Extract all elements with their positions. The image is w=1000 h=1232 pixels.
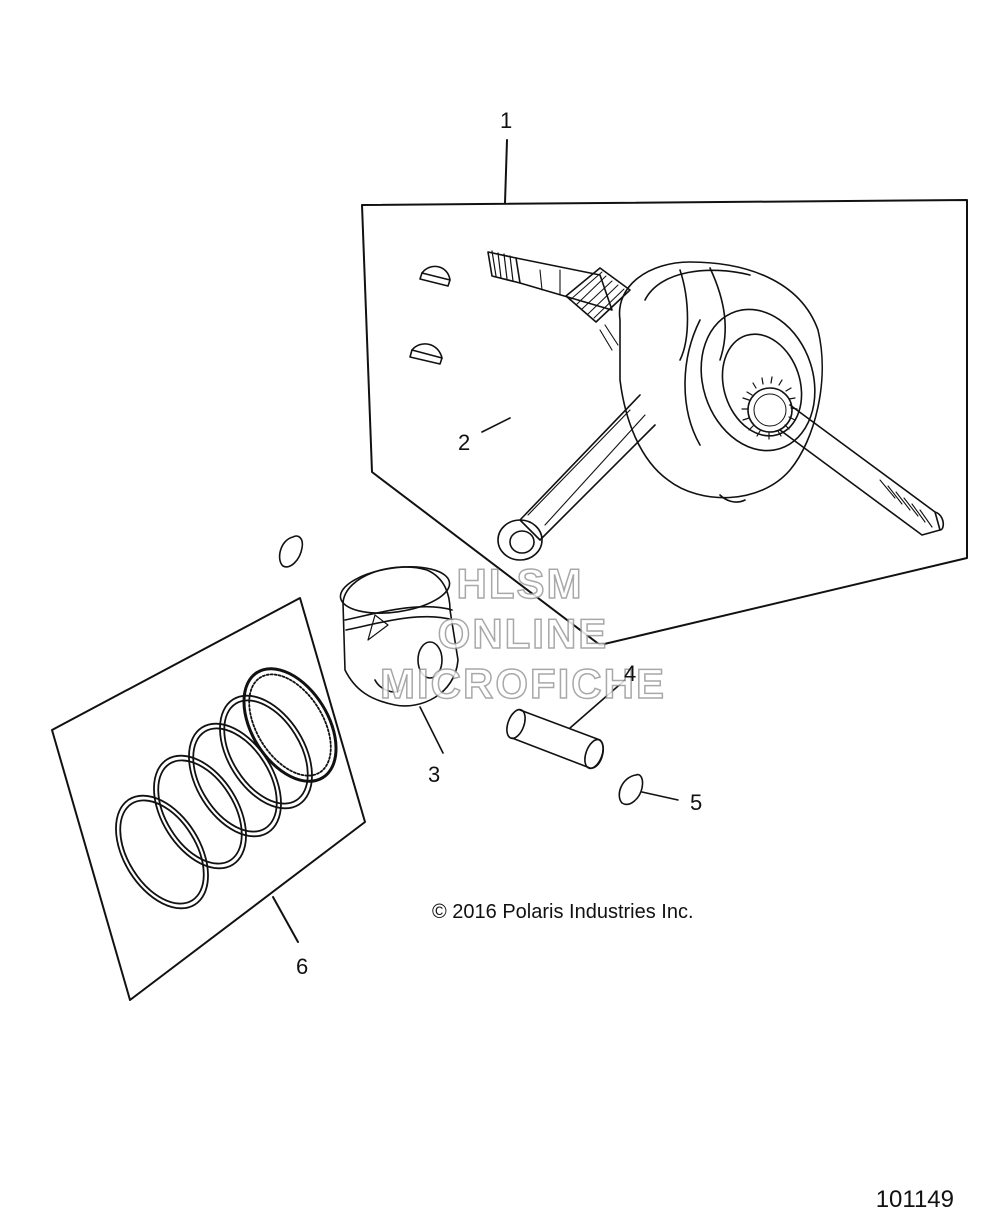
woodruff-key-part [409, 265, 511, 433]
callout-1: 1 [500, 108, 513, 133]
piston-clip-part [618, 773, 679, 806]
crankshaft-group-frame [361, 139, 968, 646]
piston-clip-part-upper [278, 535, 304, 568]
piston-part [339, 566, 459, 754]
piston-pin-part [506, 679, 626, 770]
callout-5: 5 [690, 790, 703, 815]
piston-rings-part [115, 667, 338, 910]
callout-2: 2 [458, 430, 471, 455]
callout-3: 3 [428, 762, 441, 787]
watermark-line-1: HLSM [456, 560, 584, 607]
watermark-line-2: ONLINE [437, 610, 609, 657]
callout-6: 6 [296, 954, 309, 979]
piston-ring-set-frame [51, 597, 366, 1001]
copyright-notice: © 2016 Polaris Industries Inc. [432, 901, 694, 923]
crankshaft-assembly-part [487, 250, 945, 561]
figure-id: 101149 [875, 1186, 954, 1213]
watermark-line-3: MICROFICHE [379, 660, 666, 707]
callout-4: 4 [624, 661, 637, 686]
